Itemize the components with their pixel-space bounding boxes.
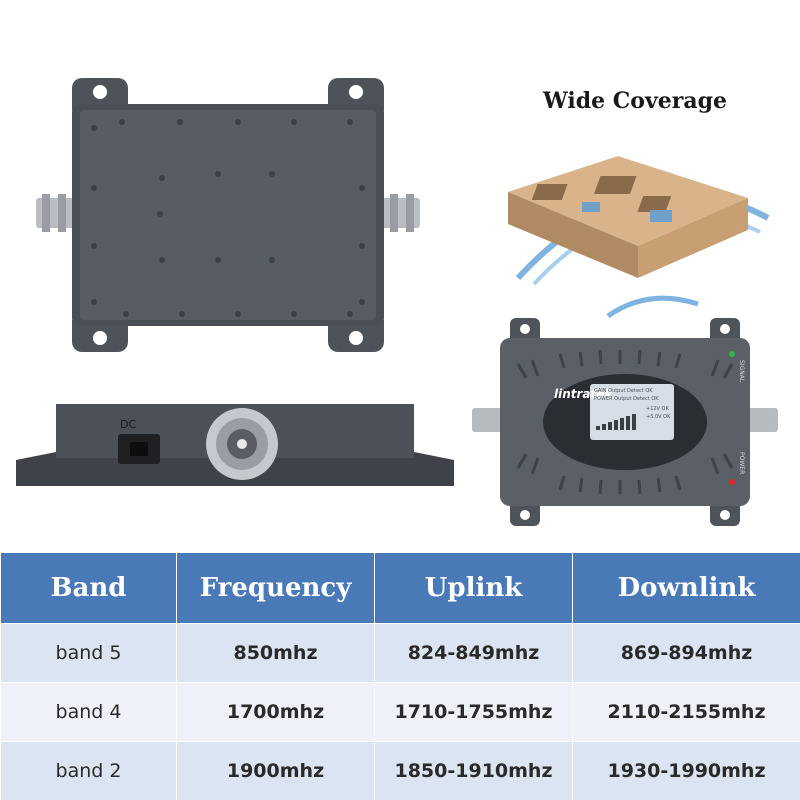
frequency-cell: 850mhz (176, 623, 375, 683)
brand-logo-text: lintratek (554, 387, 613, 401)
header-downlink: Downlink (572, 552, 800, 624)
signal-led-icon (729, 351, 735, 357)
header-band: Band (0, 552, 177, 624)
power-indicator-label: POWER (738, 452, 745, 474)
band-cell: band 4 (0, 682, 177, 742)
signal-indicator-label: SIGNAL (738, 360, 745, 383)
header-frequency: Frequency (176, 552, 375, 624)
band-cell: band 5 (0, 623, 177, 683)
header-uplink: Uplink (374, 552, 573, 624)
lcd-line-1: GAIN Output Detect OK (594, 388, 653, 394)
frequency-cell: 1900mhz (176, 741, 375, 800)
repeater-front-panel-image: lintratek GAIN Output Detect OK POWER Ou… (472, 318, 778, 526)
coverage-title: Wide Coverage (543, 88, 727, 114)
band-spec-table: Band Frequency Uplink Downlink band 5 85… (0, 552, 800, 800)
dc-port-label: DC (120, 418, 136, 431)
uplink-cell: 1850-1910mhz (374, 741, 573, 800)
signal-bars-icon (596, 414, 636, 430)
lcd-line-4: +5.0V OK (646, 414, 671, 420)
uplink-cell: 824-849mhz (374, 623, 573, 683)
house-coverage-illustration (508, 156, 770, 318)
band-cell: band 2 (0, 741, 177, 800)
power-led-icon (729, 479, 735, 485)
table-row: band 4 1700mhz 1710-1755mhz 2110-2155mhz (0, 682, 800, 742)
uplink-cell: 1710-1755mhz (374, 682, 573, 742)
repeater-top-view-image (36, 78, 420, 352)
table-row: band 5 850mhz 824-849mhz 869-894mhz (0, 623, 800, 683)
lcd-line-2: POWER Output Detect OK (594, 396, 659, 402)
lcd-line-3: +12V OK (646, 406, 669, 412)
downlink-cell: 1930-1990mhz (572, 741, 800, 800)
product-photo-area: DC Wide Coverage (16, 78, 778, 526)
downlink-cell: 869-894mhz (572, 623, 800, 683)
repeater-side-view-image: DC (16, 404, 454, 486)
table-header-row: Band Frequency Uplink Downlink (0, 552, 800, 624)
table-row: band 2 1900mhz 1850-1910mhz 1930-1990mhz (0, 741, 800, 800)
frequency-cell: 1700mhz (176, 682, 375, 742)
downlink-cell: 2110-2155mhz (572, 682, 800, 742)
